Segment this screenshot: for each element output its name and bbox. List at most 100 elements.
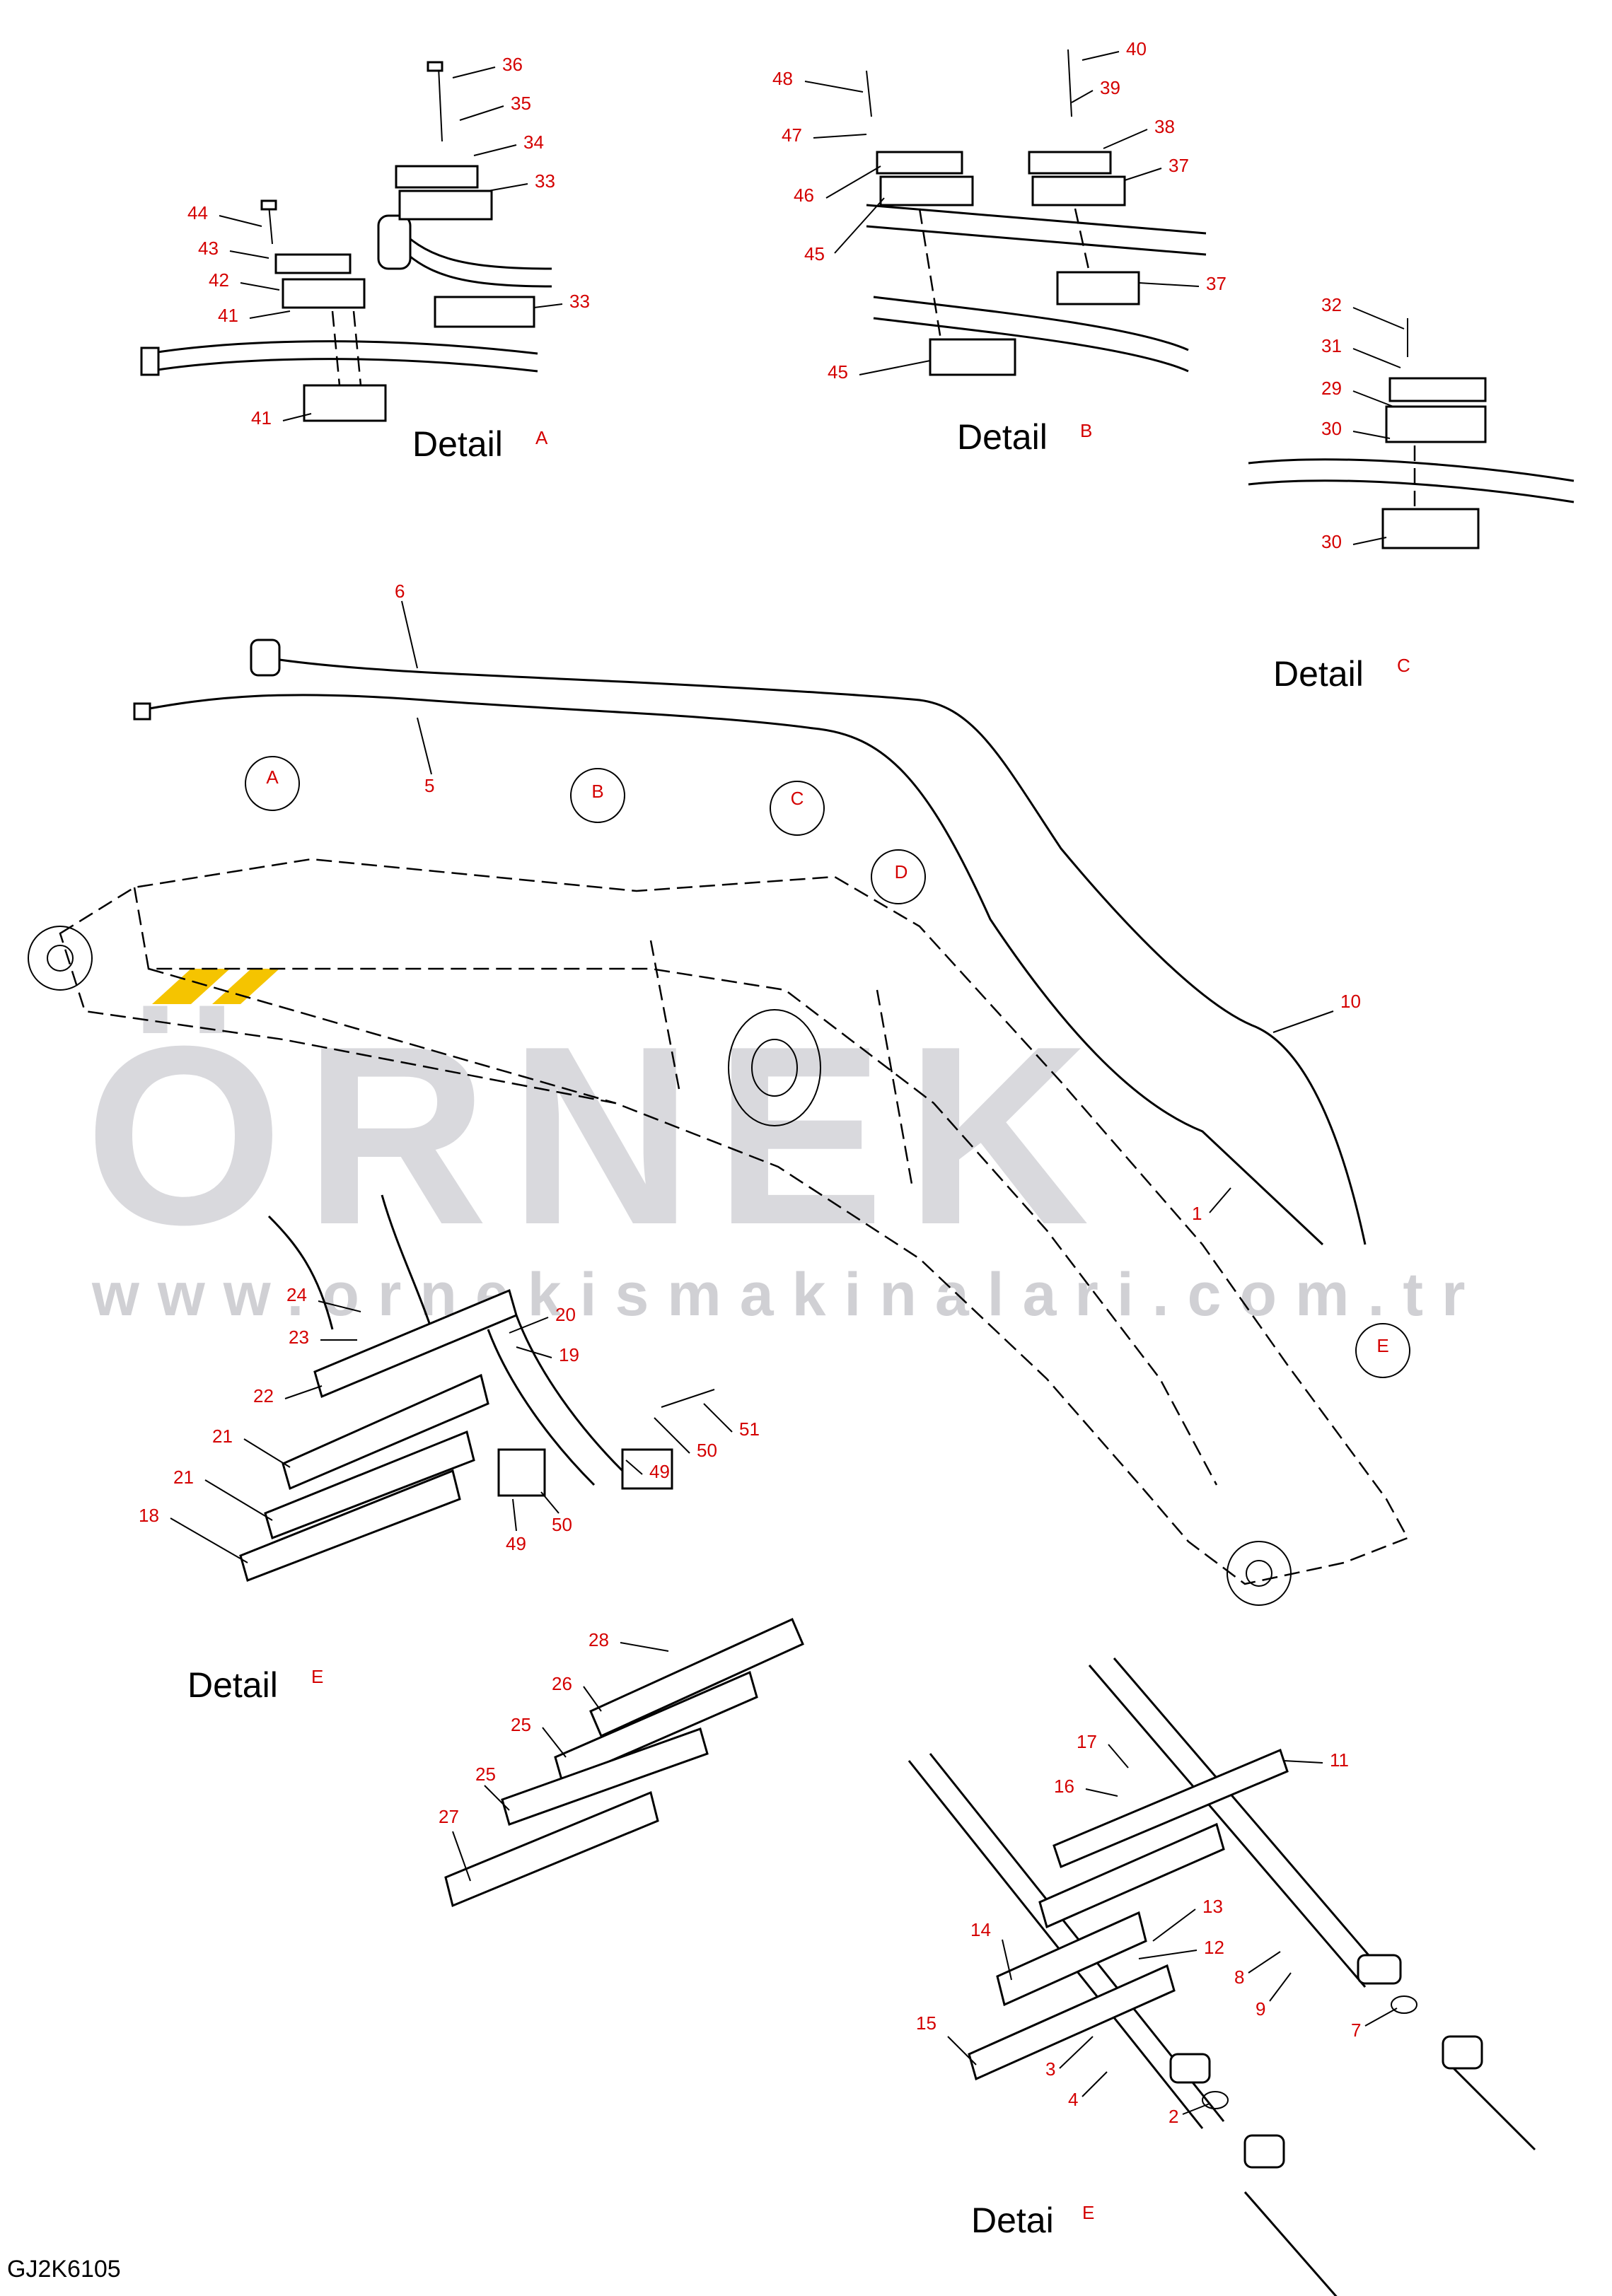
part-label-33-lower: 33 (569, 291, 590, 312)
part-label-23: 23 (289, 1327, 309, 1348)
detail-c-part-labels: 32 31 29 30 30 Detail C (1273, 294, 1410, 694)
part-label-50-lower: 50 (552, 1514, 572, 1535)
part-label-26: 26 (552, 1673, 572, 1694)
callout-circle-a (245, 756, 300, 811)
part-label-47: 47 (782, 124, 802, 146)
part-label-17: 17 (1077, 1731, 1097, 1752)
part-label-34: 34 (523, 132, 544, 153)
part-label-6: 6 (395, 581, 405, 602)
part-label-16: 16 (1054, 1776, 1074, 1797)
part-label-18: 18 (139, 1505, 159, 1526)
callout-circle-b (570, 768, 625, 823)
main-part-labels: 6 5 10 1 (395, 581, 1361, 1224)
detail-e-left-part-labels: 24 23 20 19 22 51 21 50 49 21 18 50 49 D… (139, 1284, 760, 1705)
part-label-29: 29 (1321, 378, 1342, 399)
detail-c-drawing (1248, 318, 1575, 549)
part-label-3: 3 (1045, 2058, 1055, 2080)
drawing-code: GJ2K6105 (7, 2256, 121, 2283)
part-label-45-lower: 45 (828, 361, 848, 383)
detail-e-left-title: Detail (187, 1665, 278, 1705)
watermark-text: ÖRNEK (85, 993, 1111, 1278)
detail-b-part-labels: 48 40 39 47 38 37 46 45 37 45 Detail B (772, 38, 1227, 457)
detail-e-left-drawing (239, 1194, 715, 1582)
part-label-41-upper: 41 (218, 305, 238, 326)
part-label-24: 24 (286, 1284, 307, 1305)
part-label-28: 28 (588, 1629, 609, 1650)
watermark-accent-right (212, 969, 279, 1004)
detail-c-title: Detail (1273, 654, 1364, 694)
detail-c-letter: C (1397, 655, 1410, 676)
boom-piping (133, 639, 1367, 1246)
part-label-22: 22 (253, 1385, 274, 1406)
part-label-12: 12 (1204, 1937, 1224, 1958)
part-label-1: 1 (1192, 1203, 1202, 1224)
part-label-46: 46 (794, 185, 814, 206)
boom-outline (28, 858, 1409, 1606)
part-label-14: 14 (970, 1919, 991, 1940)
callout-letter-a: A (266, 767, 279, 788)
detail-b-drawing (866, 49, 1207, 376)
part-label-44: 44 (187, 202, 208, 223)
part-label-32: 32 (1321, 294, 1342, 315)
detail-b-title: Detail (957, 417, 1048, 457)
callout-circle-c (770, 781, 825, 836)
detail-e-right-title: Detai (971, 2201, 1054, 2240)
part-label-36: 36 (502, 54, 523, 75)
part-label-8: 8 (1234, 1966, 1244, 1988)
part-label-9: 9 (1256, 1998, 1265, 2020)
part-label-38: 38 (1154, 116, 1175, 137)
part-label-37-lower: 37 (1206, 273, 1227, 294)
part-label-5: 5 (424, 775, 434, 796)
watermark-url: www.ornekismakinalari.com.tr (91, 1261, 1483, 1329)
part-label-10: 10 (1340, 991, 1361, 1012)
part-label-21-lower: 21 (173, 1467, 194, 1488)
part-label-43: 43 (198, 238, 219, 259)
watermark-accent-left (152, 969, 230, 1004)
detail-callout-circles: A B C D E (245, 756, 1410, 1378)
callout-letter-c: C (791, 788, 804, 809)
part-label-33-upper: 33 (535, 170, 555, 192)
callout-letter-d: D (895, 861, 908, 882)
part-label-31: 31 (1321, 335, 1342, 356)
part-label-21-upper: 21 (212, 1426, 233, 1447)
detail-a-letter: A (535, 427, 548, 448)
part-label-30-upper: 30 (1321, 418, 1342, 439)
callout-circle-d (871, 849, 926, 904)
detail-e-right-letter: E (1082, 2202, 1094, 2223)
part-label-15: 15 (916, 2012, 937, 2034)
part-label-4: 4 (1068, 2089, 1078, 2110)
detail-e-right-drawing (908, 1657, 1536, 2296)
part-label-35: 35 (511, 93, 531, 114)
part-label-50-upper: 50 (697, 1440, 717, 1461)
part-label-13: 13 (1202, 1896, 1223, 1917)
callout-letter-b: B (591, 781, 603, 802)
detail-a-title: Detail (412, 424, 503, 464)
part-label-39: 39 (1100, 77, 1120, 98)
part-label-2: 2 (1169, 2106, 1178, 2127)
part-label-45-upper: 45 (804, 243, 825, 264)
part-label-51: 51 (739, 1418, 760, 1440)
part-label-27: 27 (439, 1806, 459, 1827)
part-label-7: 7 (1351, 2020, 1361, 2041)
part-label-30-lower: 30 (1321, 531, 1342, 552)
detail-e-mid-drawing (444, 1617, 804, 1908)
part-label-20: 20 (555, 1304, 576, 1325)
part-label-40: 40 (1126, 38, 1147, 59)
part-label-11: 11 (1330, 1749, 1349, 1771)
detail-e-mid-part-labels: 28 26 25 25 27 (439, 1629, 669, 1882)
part-label-41-lower: 41 (251, 407, 272, 429)
detail-e-left-letter: E (311, 1666, 323, 1687)
part-label-25-lower: 25 (475, 1764, 496, 1785)
detail-b-letter: B (1080, 420, 1092, 441)
part-label-48: 48 (772, 68, 793, 89)
part-label-37-upper: 37 (1169, 155, 1189, 176)
detail-e-right-part-labels: 17 11 16 13 14 12 8 9 15 7 3 4 2 Detai E (916, 1731, 1398, 2240)
part-label-25-upper: 25 (511, 1714, 531, 1735)
watermark: ÖRNEK www.ornekismakinalari.com.tr (85, 969, 1483, 1329)
part-label-19: 19 (559, 1344, 579, 1365)
detail-a-part-labels: 36 35 34 33 44 43 42 41 33 41 Detail A (187, 54, 590, 464)
callout-letter-e: E (1376, 1335, 1388, 1356)
part-label-49-lower: 49 (506, 1533, 526, 1554)
